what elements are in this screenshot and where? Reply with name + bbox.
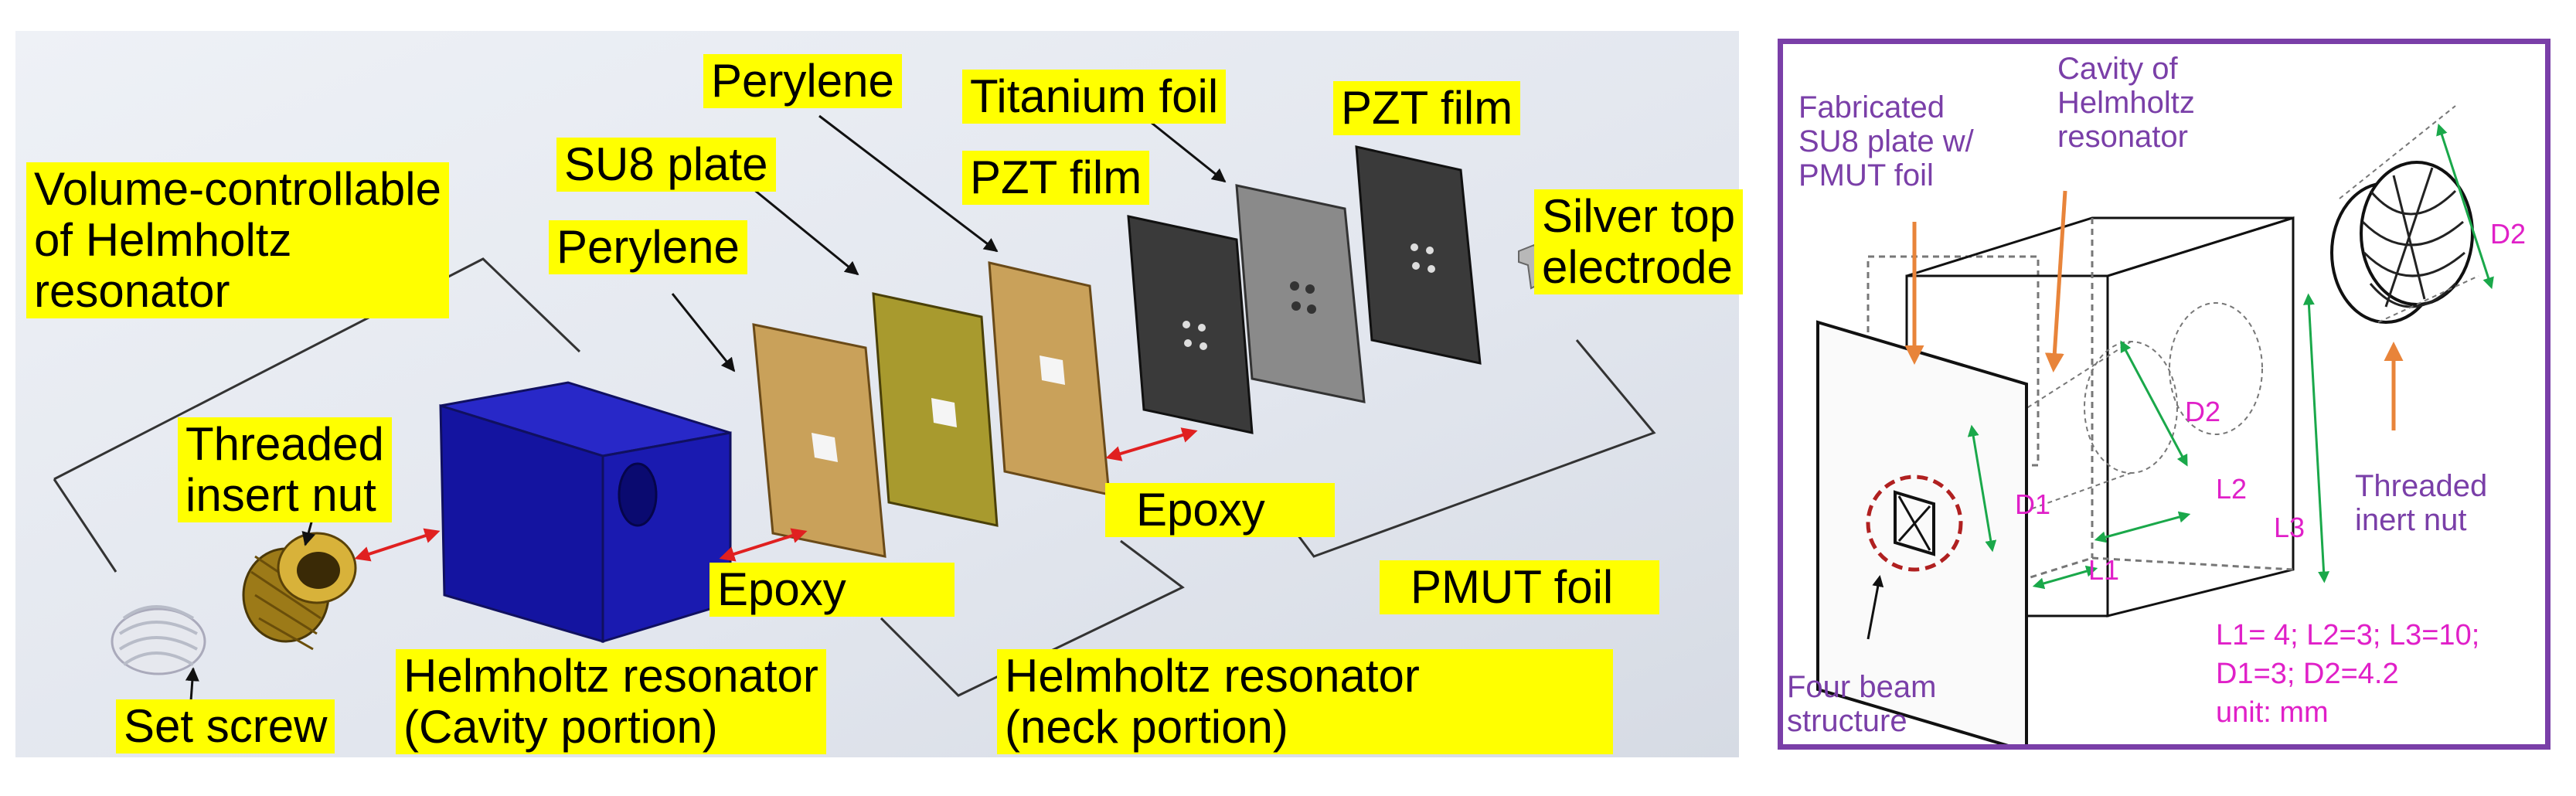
helmholtz-cavity-cube: [439, 381, 732, 644]
schematic-drawing: [1816, 105, 2494, 744]
label-threaded-insert-nut: Threaded insert nut: [178, 417, 392, 522]
set-screw-part: [111, 605, 206, 675]
dim-label-l1: L1: [2088, 554, 2120, 586]
threaded-inert-nut-schematic: [2330, 105, 2479, 324]
schematic-panel: Fabricated SU8 plate w/ PMUT foil Cavity…: [1778, 39, 2550, 750]
cavity-bracket-tail: [53, 478, 117, 573]
four-beam-highlight-circle: [1866, 475, 1963, 572]
su8-plate-sheet: [872, 292, 999, 527]
cavity-bracket-line: [53, 257, 581, 481]
red-arrow-cavity-perylene: [719, 528, 808, 562]
label-fabricated-su8: Fabricated SU8 plate w/ PMUT foil: [1798, 90, 1974, 192]
dim-label-l2: L2: [2216, 473, 2248, 505]
leader-su8: [753, 188, 859, 276]
spec-line-2: D1=3; D2=4.2: [2216, 658, 2399, 690]
label-four-beam-structure: Four beam structure: [1787, 670, 1937, 738]
red-arrow-nut-cavity: [354, 528, 441, 562]
label-cavity-of-helmholtz: Cavity of Helmholtz resonator: [2057, 52, 2195, 154]
label-su8-plate: SU8 plate: [556, 138, 776, 192]
dim-label-l3: L3: [2274, 512, 2305, 543]
label-silver-top-electrode: Silver top electrode: [1534, 189, 1744, 294]
dim-label-d1: D1: [2015, 488, 2051, 520]
perylene-sheet-1: [752, 323, 886, 558]
leader-titanium: [1147, 118, 1227, 183]
label-pzt-film-2: PZT film: [1333, 81, 1521, 135]
dimension-arrows: [1967, 123, 2494, 590]
dim-label-d2-outer: D2: [2490, 218, 2527, 250]
label-epoxy-2: Epoxy: [1105, 483, 1335, 537]
pzt-film-sheet-2: [1355, 145, 1482, 365]
label-epoxy-1: Epoxy: [710, 563, 955, 617]
dim-label-d2-inner: D2: [2185, 396, 2221, 427]
titanium-foil-sheet: [1235, 184, 1366, 403]
exploded-view-diagram: [15, 31, 1739, 757]
label-perylene-1: Perylene: [549, 220, 747, 274]
threaded-insert-nut-part: [242, 532, 357, 651]
label-helmholtz-cavity: Helmholtz resonator (Cavity portion): [396, 649, 826, 754]
pzt-film-sheet-1: [1127, 215, 1254, 434]
label-titanium-foil: Titanium foil: [962, 70, 1227, 124]
label-threaded-inert-nut: Threaded inert nut: [2355, 469, 2488, 537]
label-pzt-film-1: PZT film: [962, 151, 1150, 205]
label-set-screw: Set screw: [116, 699, 335, 753]
label-helmholtz-neck: Helmholtz resonator (neck portion): [997, 649, 1613, 754]
black-leader-four-beam: [1866, 575, 1884, 640]
red-arrow-perylene-pzt: [1105, 427, 1198, 461]
neck-bracket-line: [880, 539, 1185, 697]
label-pmut-foil: PMUT foil: [1380, 560, 1660, 614]
spec-line-3: unit: mm: [2216, 696, 2329, 729]
background-panel: [15, 31, 1739, 757]
leader-perylene-1: [671, 293, 736, 372]
label-perylene-2: Perylene: [703, 54, 902, 108]
spec-line-1: L1= 4; L2=3; L3=10;: [2216, 619, 2480, 651]
leader-perylene-2: [818, 114, 999, 253]
label-volume-controllable: Volume-controllable of Helmholtz resonat…: [26, 162, 449, 318]
orange-leader-cavity: [2044, 190, 2067, 372]
perylene-sheet-2: [988, 261, 1111, 496]
